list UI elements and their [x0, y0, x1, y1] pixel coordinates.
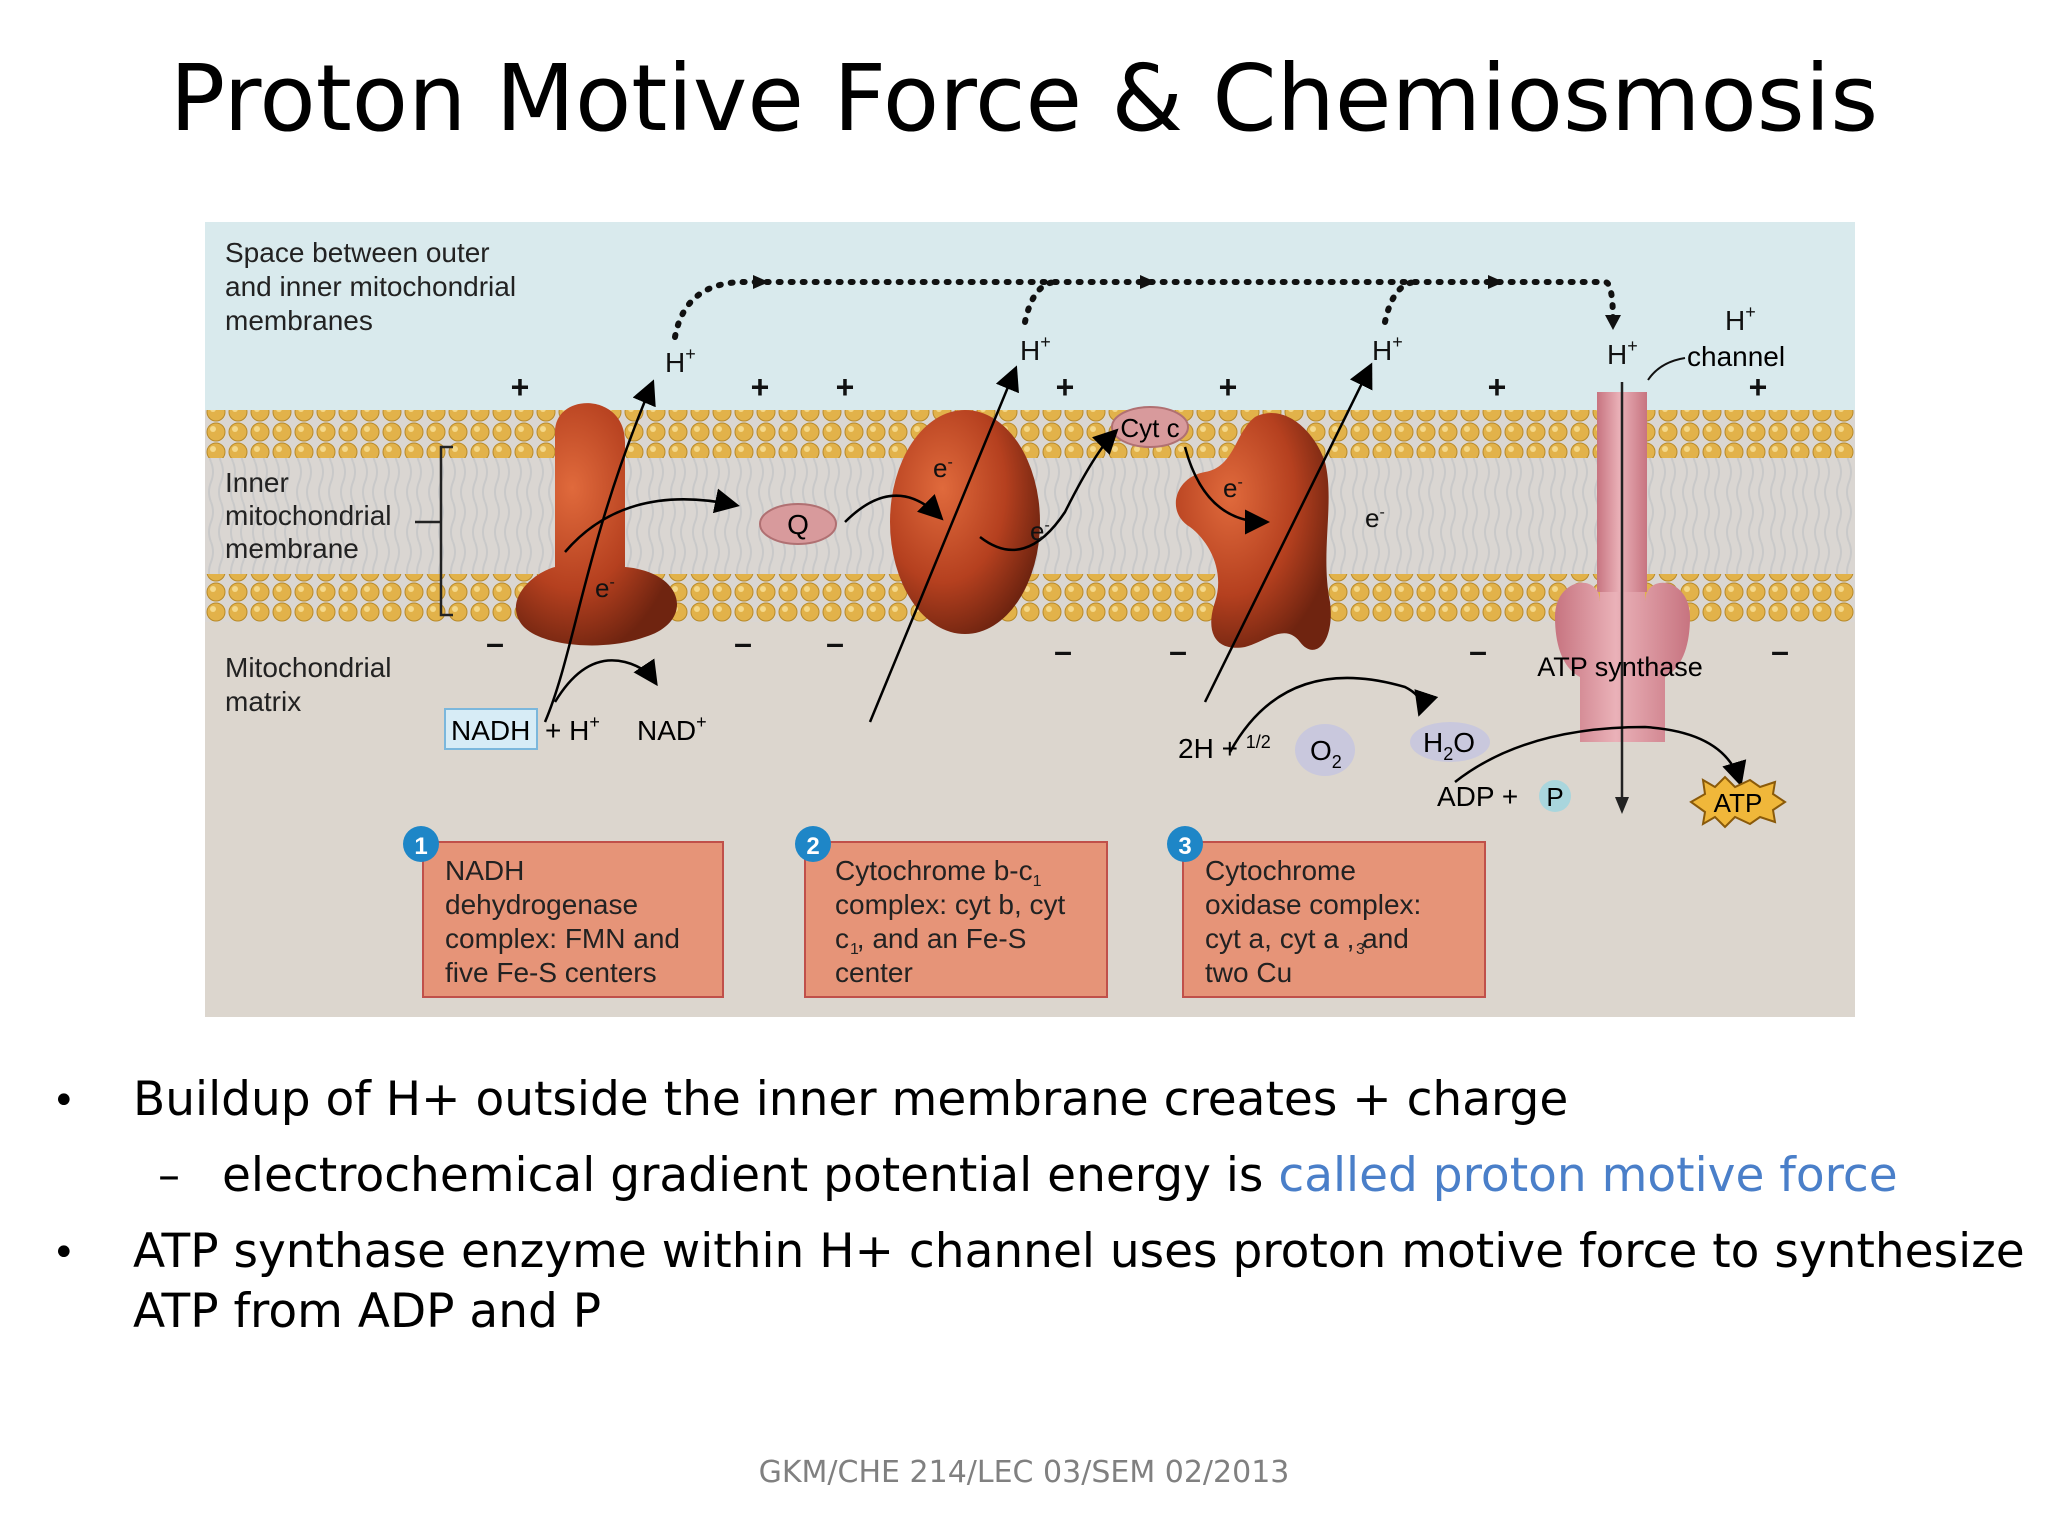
svg-text:+: +: [1749, 369, 1768, 405]
svg-text:e-: e-: [933, 453, 953, 483]
svg-text:–: –: [1771, 633, 1789, 669]
svg-text:–: –: [734, 625, 752, 661]
bullet-1-sub: electrochemical gradient potential energ…: [222, 1148, 1898, 1203]
membrane-bracket: [415, 445, 453, 617]
svg-text:1: 1: [414, 833, 427, 860]
svg-text:H+: H+: [1372, 332, 1403, 366]
svg-text:3: 3: [1178, 833, 1191, 860]
svg-text:+: +: [751, 369, 770, 405]
svg-text:–: –: [486, 625, 504, 661]
svg-text:e-: e-: [1030, 516, 1050, 546]
bullet-1: Buildup of H+ outside the inner membrane…: [133, 1072, 1569, 1127]
adp-label: ADP +: [1437, 781, 1518, 812]
proton-labels: H+ H+ H+ H+ H+: [665, 302, 1756, 378]
bullet-dot: •: [52, 1230, 76, 1276]
svg-text:H+: H+: [665, 344, 696, 378]
electron-transport-diagram: Space between outer and inner mitochondr…: [205, 222, 1855, 1017]
svg-text:2: 2: [806, 833, 819, 860]
complex-box-1: 1 NADH dehydrogenase complex: FMN and fi…: [403, 826, 724, 998]
nad-label: NAD+: [637, 712, 707, 746]
svg-text:Cytochrome oxidase compl: Cytochrome oxidase complex: cyt a, cyt a…: [1205, 855, 1429, 988]
svg-text:+: +: [1056, 369, 1075, 405]
o2-oval: [1295, 724, 1355, 776]
intermembrane-space: [205, 222, 1855, 410]
proton-flow-dotted-arrow: [672, 279, 1616, 340]
h2o-label: H2O: [1423, 727, 1475, 764]
svg-text:NADH dehydrogenase: NADH dehydrogenase complex: FMN and five…: [445, 855, 688, 988]
h2o-oval: [1410, 722, 1490, 762]
sub-bullet-dash: –: [158, 1150, 180, 1201]
complex-box-2: 2 Cytochrome b-c1 complex: cyt b, cyt c …: [795, 826, 1108, 998]
svg-text:H+: H+: [1725, 302, 1756, 336]
pathway-arrows: [543, 362, 1747, 787]
svg-text:+: +: [836, 369, 855, 405]
matrix-label: Mitochondrial matrix: [225, 652, 399, 717]
svg-text:+: +: [511, 369, 530, 405]
svg-text:e-: e-: [595, 573, 615, 603]
svg-text:H+: H+: [1020, 332, 1051, 366]
slide-title: Proton Motive Force & Chemiosmosis: [169, 45, 1879, 152]
svg-text:+: +: [1219, 369, 1238, 405]
svg-text:1: 1: [850, 941, 859, 958]
atp-label: ATP: [1714, 788, 1763, 818]
nadh-highlight-box: [444, 708, 538, 750]
h-channel-label: channel: [1687, 341, 1785, 372]
svg-text:e-: e-: [1223, 473, 1243, 503]
intermembrane-space-label: Space between outer and inner mitochondr…: [225, 237, 524, 336]
charge-signs: + + + + + + + – – – – – – –: [486, 369, 1789, 669]
cytc-label: Cyt c: [1120, 413, 1179, 443]
slide-footer: GKM/CHE 214/LEC 03/SEM 02/2013: [758, 1455, 1290, 1490]
svg-text:–: –: [1169, 633, 1187, 669]
phosphate-circle: [1539, 780, 1571, 812]
svg-text:–: –: [1054, 633, 1072, 669]
accent-phrase: called proton motive force: [1278, 1148, 1898, 1203]
svg-text:3: 3: [1356, 941, 1365, 958]
cytochrome-bc1-complex: [890, 410, 1040, 634]
atp-synthase-label: ATP synthase: [1537, 652, 1703, 682]
o2-label: O2: [1310, 735, 1342, 772]
electron-labels: e- e- e- e- e-: [595, 453, 1385, 603]
inner-membrane-label: Inner mitochondrial membrane: [225, 467, 399, 564]
ubiquinone-oval: [759, 503, 837, 545]
q-label: Q: [787, 509, 809, 540]
svg-text:Cytochrome b-c1 complex:: Cytochrome b-c1 complex: cyt b, cyt c , …: [835, 855, 1073, 988]
nadh-label: NADH: [451, 715, 530, 746]
oxygen-reactant-label: 2H + 1/2: [1178, 732, 1271, 764]
complex-box-3: 3 Cytochrome oxidase complex: cyt a, cyt…: [1167, 826, 1486, 998]
atp-synthase: [1555, 382, 1690, 814]
proton-flow-dotted-branch-3: [1382, 279, 1418, 325]
bullet-dot: •: [52, 1078, 76, 1124]
cytochrome-c-oval: [1111, 406, 1189, 448]
phosphate-label: P: [1546, 782, 1563, 812]
nadh-h-label: + H+: [545, 712, 600, 746]
atp-burst: [1689, 775, 1787, 829]
proton-flow-dotted-branch-2: [1022, 279, 1058, 325]
svg-text:–: –: [826, 625, 844, 661]
svg-text:e-: e-: [1365, 503, 1385, 533]
bullet-2: ATP synthase enzyme within H+ channel us…: [133, 1224, 2025, 1340]
svg-text:+: +: [1488, 369, 1507, 405]
svg-text:–: –: [1469, 633, 1487, 669]
svg-text:H+: H+: [1607, 336, 1638, 370]
